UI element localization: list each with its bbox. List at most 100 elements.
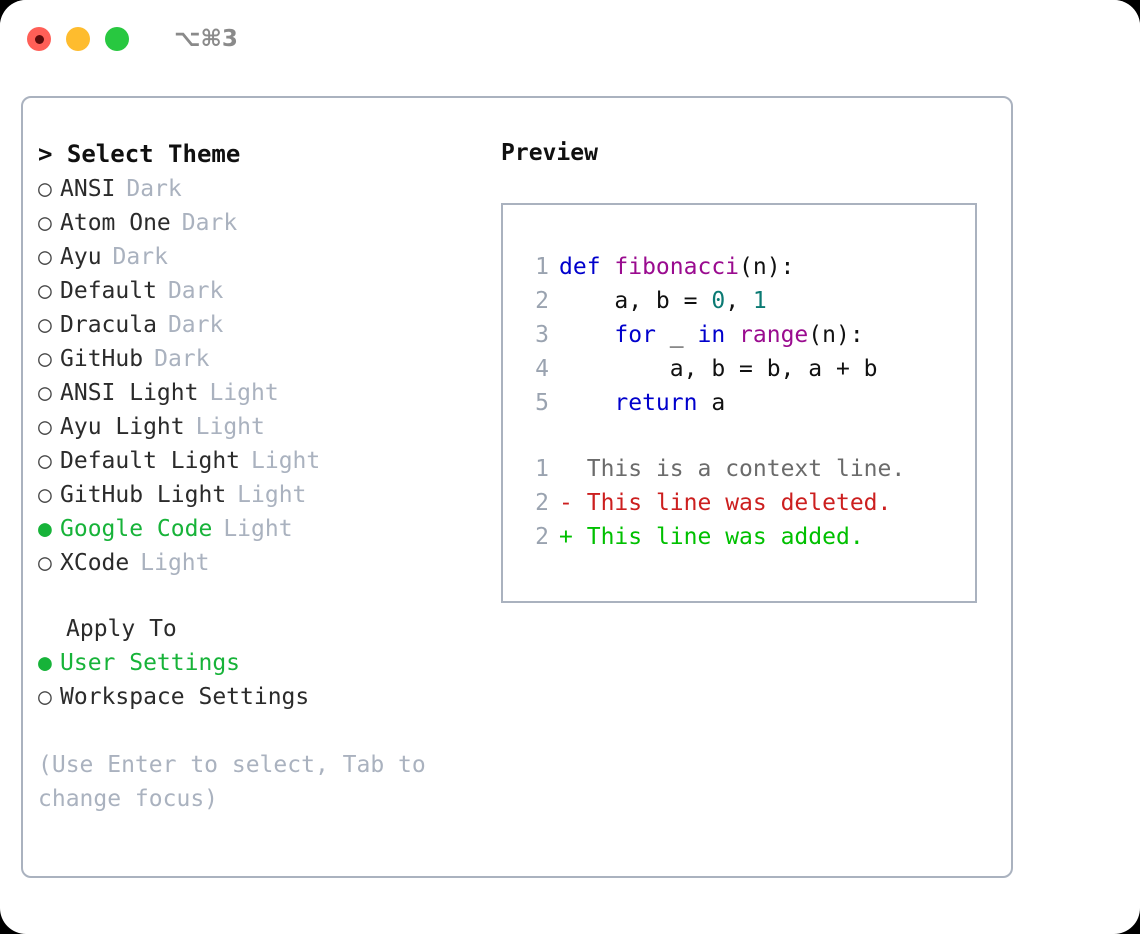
- title-bar: ⌥⌘3: [0, 0, 1140, 78]
- line-number: 3: [535, 322, 549, 348]
- code-line-content: a, b = 0, 1: [559, 284, 767, 318]
- code-token-plain: [559, 322, 614, 348]
- traffic-light-group: [27, 27, 129, 51]
- diff-line-content: - This line was deleted.: [559, 486, 891, 520]
- diff-marker: +: [559, 524, 573, 550]
- diff-line-ctx: 1 This is a context line.: [519, 452, 971, 486]
- select-theme-header: > Select Theme: [38, 140, 241, 168]
- code-line-content: a, b = b, a + b: [559, 352, 878, 386]
- radio-selected-icon: ●: [38, 650, 52, 676]
- theme-option-label: Ayu: [60, 244, 102, 270]
- theme-option-kind-badge: Dark: [112, 244, 168, 270]
- code-token-plain: _: [655, 322, 698, 348]
- theme-option-label: Default: [60, 278, 157, 304]
- preview-separator: [519, 420, 971, 452]
- diff-marker: [559, 456, 573, 482]
- line-number: 2: [535, 490, 549, 516]
- theme-option-label: Google Code: [60, 516, 213, 542]
- theme-option-dracula[interactable]: ○ Dracula Dark: [38, 308, 478, 342]
- diff-line-del: 2- This line was deleted.: [519, 486, 971, 520]
- theme-option-ansi-light[interactable]: ○ ANSI Light Light: [38, 376, 478, 410]
- theme-option-kind-badge: Light: [209, 380, 279, 406]
- code-token-kw: for: [614, 322, 656, 348]
- theme-option-kind-badge: Light: [140, 550, 210, 576]
- apply-to-option-workspace-settings[interactable]: ○Workspace Settings: [38, 680, 478, 714]
- preview-header: Preview: [501, 140, 598, 166]
- theme-option-label: Atom One: [60, 210, 171, 236]
- code-token-plain: a, b =: [559, 288, 712, 314]
- radio-unselected-icon: ○: [38, 380, 52, 406]
- diff-text: This is a context line.: [586, 456, 906, 482]
- close-button[interactable]: [27, 27, 51, 51]
- code-token-fn: fibonacci: [614, 254, 740, 280]
- theme-option-label: ANSI Light: [60, 380, 199, 406]
- theme-option-kind-badge: Light: [251, 448, 321, 474]
- line-number: 2: [535, 288, 549, 314]
- theme-option-xcode[interactable]: ○ XCode Light: [38, 546, 478, 580]
- theme-option-google-code[interactable]: ● Google Code Light: [38, 512, 478, 546]
- apply-to-option-label: User Settings: [60, 650, 241, 676]
- theme-option-kind-badge: Light: [223, 516, 293, 542]
- theme-option-label: Dracula: [60, 312, 157, 338]
- apply-to-option-user-settings[interactable]: ● User Settings: [38, 646, 478, 680]
- theme-option-kind-badge: Dark: [167, 312, 224, 338]
- code-token-num: 0: [711, 288, 726, 314]
- code-line: 3 for _ in range(n):: [519, 318, 971, 352]
- code-line: 1 def fibonacci(n):: [519, 250, 971, 284]
- radio-unselected-icon: ○: [38, 414, 52, 440]
- diff-text: This line was added.: [586, 524, 864, 550]
- theme-option-label: Ayu Light: [60, 414, 185, 440]
- theme-option-atom-one[interactable]: ○ Atom One Dark: [38, 206, 478, 240]
- code-token-plain: [559, 390, 614, 416]
- theme-option-kind-badge: Dark: [126, 176, 182, 202]
- code-token-kw: def: [559, 254, 615, 280]
- code-line-content: def fibonacci(n):: [559, 250, 794, 284]
- line-number: 1: [535, 254, 549, 280]
- radio-unselected-icon: ○: [38, 482, 52, 508]
- code-token-punc: (n):: [739, 254, 795, 280]
- diff-line-add: 2+ This line was added.: [519, 520, 971, 554]
- code-line: 4 a, b = b, a + b: [519, 352, 971, 386]
- diff-marker: -: [559, 490, 573, 516]
- code-token-plain: [725, 322, 739, 348]
- code-token-plain: a, b = b, a + b: [559, 356, 878, 382]
- diff-text: This line was deleted.: [586, 490, 892, 516]
- radio-unselected-icon: ○: [38, 210, 52, 236]
- radio-unselected-icon: ○: [38, 312, 52, 338]
- recording-indicator-icon: [34, 34, 44, 44]
- line-number: 4: [535, 356, 549, 382]
- radio-selected-icon: ●: [38, 516, 52, 542]
- code-token-fn: range: [739, 322, 809, 348]
- radio-unselected-icon: ○: [38, 684, 52, 710]
- radio-unselected-icon: ○: [38, 550, 52, 576]
- code-token-punc: (n):: [808, 322, 864, 348]
- code-token-num: 1: [752, 288, 767, 314]
- keyboard-hint-text: (Use Enter to select, Tab to change focu…: [38, 752, 426, 812]
- radio-unselected-icon: ○: [38, 176, 52, 202]
- code-line: 5 return a: [519, 386, 971, 420]
- maximize-button[interactable]: [105, 27, 129, 51]
- code-token-plain: a: [697, 390, 726, 416]
- theme-option-label: XCode: [60, 550, 130, 576]
- code-token-kw: return: [614, 390, 698, 416]
- theme-option-kind-badge: Dark: [181, 210, 238, 236]
- code-token-plain: ,: [725, 288, 753, 314]
- code-line-content: return a: [559, 386, 725, 420]
- diff-line-content: This is a context line.: [559, 452, 906, 486]
- minimize-button[interactable]: [66, 27, 90, 51]
- line-number: 1: [535, 456, 549, 482]
- apply-to-section: Apply To ● User Settings ○Workspace Settin…: [38, 612, 478, 714]
- apply-to-header: Apply To: [66, 616, 177, 642]
